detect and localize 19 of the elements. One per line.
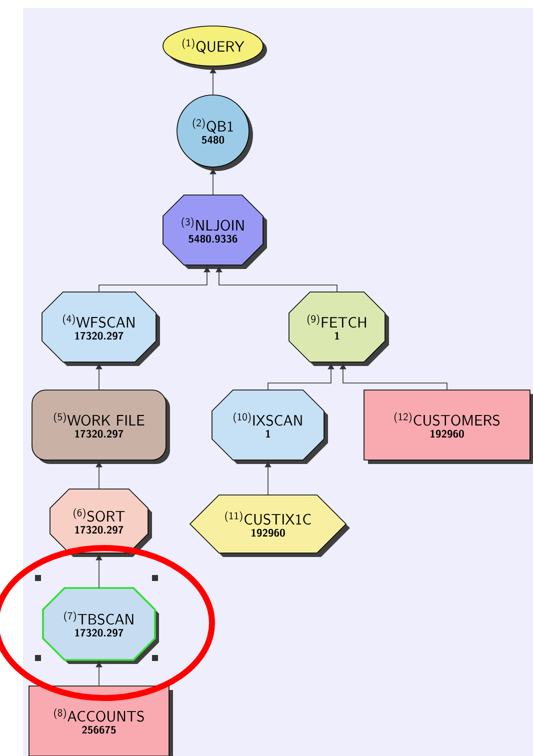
operator-box: $^{(5)}$WORK FILE 17320.297 [32, 390, 170, 464]
operator-octagon: $^{(3)}$NLJOIN 5480.9336 [162, 194, 267, 269]
arrow [98, 266, 210, 292]
table-box: $^{(12)}$CUSTOMERS 192960 [364, 390, 533, 464]
arrow [264, 461, 272, 496]
operator-octagon: $^{(9)}$FETCH 1 [288, 292, 389, 366]
operator-octagon: $^{(10)}$IXSCAN 1 [212, 390, 328, 464]
arrow [210, 67, 216, 96]
arrow [96, 554, 102, 588]
arrow [216, 266, 338, 292]
table-box: $^{(8)}$ACCOUNTS 256675 [28, 686, 173, 756]
arrow [210, 168, 216, 196]
arrow [96, 661, 102, 686]
operator-octagon: $^{(7)}$TBSCAN 17320.297 [42, 587, 159, 664]
arrow [340, 363, 448, 390]
arrow [268, 363, 334, 390]
arrow [96, 363, 102, 390]
arrow [96, 461, 102, 490]
operator-octagon: $^{(4)}$WFSCAN 17320.297 [42, 292, 160, 366]
